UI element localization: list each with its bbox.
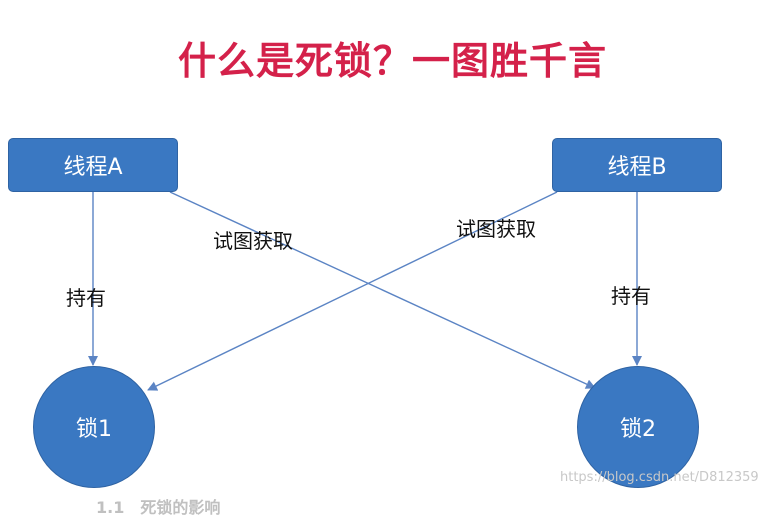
edge-a-tries-lock-2 [169, 191, 596, 389]
label-b-holds-lock-2: 持有 [611, 284, 651, 308]
section-heading: 1.1 死锁的影响 [96, 498, 221, 517]
watermark-url: https://blog.csdn.net/D812359 [560, 470, 759, 485]
label-a-tries-lock-2: 试图获取 [213, 229, 293, 253]
label-a-holds-lock-1: 持有 [66, 286, 106, 310]
slide-title: 什么是死锁？一图胜千言 [178, 39, 608, 83]
label-b-tries-lock-1: 试图获取 [456, 217, 536, 241]
thread-a-node: 线程A [8, 138, 178, 192]
thread-b-node: 线程B [552, 138, 722, 192]
lock-2-node: 锁2 [577, 366, 699, 488]
lock-1-node: 锁1 [33, 366, 155, 488]
edge-b-tries-lock-1 [147, 191, 558, 391]
edge-layer [88, 191, 642, 391]
